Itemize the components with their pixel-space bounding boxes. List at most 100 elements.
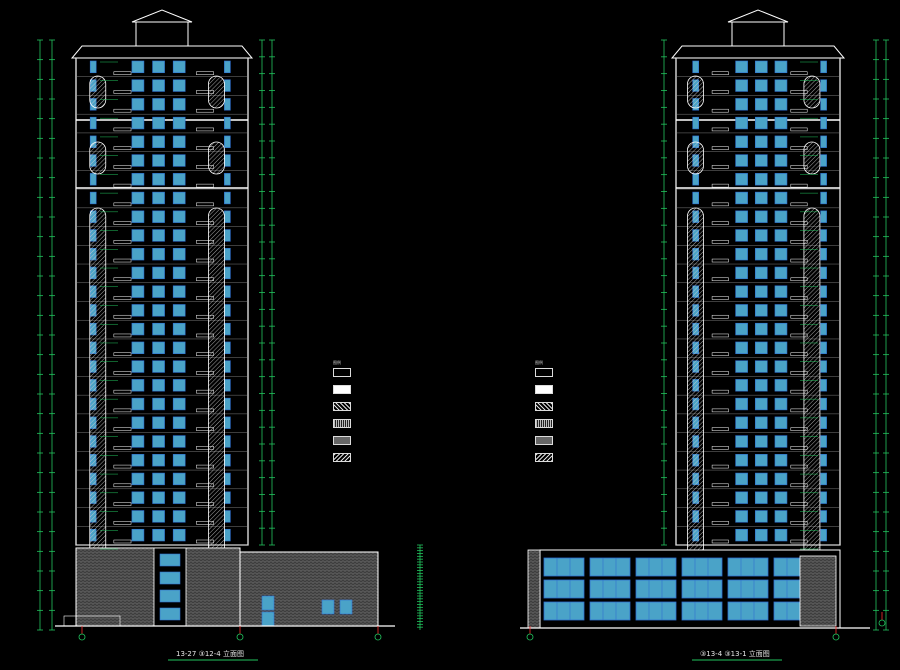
- legend-item: [333, 366, 393, 383]
- window: [152, 173, 165, 186]
- window: [820, 285, 827, 298]
- balcony-rail: [113, 146, 132, 150]
- window: [774, 491, 788, 504]
- window: [735, 510, 748, 523]
- window: [224, 472, 231, 486]
- balcony-rail: [113, 277, 132, 282]
- window: [774, 472, 788, 486]
- window: [820, 266, 827, 280]
- decor-panel: [89, 75, 107, 109]
- storefront-window: [589, 601, 631, 621]
- storefront-window: [635, 601, 677, 621]
- window: [131, 379, 145, 392]
- window: [224, 173, 231, 186]
- window: [754, 322, 768, 336]
- balcony-rail: [711, 408, 729, 413]
- balcony-rail: [113, 464, 132, 469]
- balcony-rail: [113, 483, 132, 488]
- roof-gable: [131, 9, 193, 23]
- legend-header: 图例: [535, 360, 543, 365]
- window: [172, 116, 186, 130]
- window: [131, 304, 145, 317]
- window: [224, 491, 231, 504]
- window: [89, 191, 97, 205]
- balcony-rail: [711, 427, 729, 431]
- decor-panel: [687, 141, 704, 175]
- window: [131, 79, 145, 92]
- legend-right: 图例: [535, 360, 595, 468]
- balcony-rail: [711, 258, 729, 263]
- storefront-window: [681, 557, 723, 577]
- decor-panel: [803, 207, 821, 579]
- legend-item: [535, 383, 595, 400]
- window: [152, 266, 165, 280]
- axis-bubble: [374, 633, 382, 641]
- window: [131, 510, 145, 523]
- axis-bubble: [832, 633, 840, 641]
- legend-item: [333, 451, 393, 468]
- window: [774, 341, 788, 354]
- window: [152, 229, 165, 242]
- balcony-rail: [711, 221, 729, 225]
- window: [172, 154, 186, 167]
- window: [774, 360, 788, 373]
- window: [224, 79, 231, 92]
- window: [131, 135, 145, 148]
- window: [774, 116, 788, 130]
- window: [172, 304, 186, 317]
- window: [754, 379, 768, 392]
- window: [754, 60, 768, 74]
- balcony-rail: [711, 521, 729, 525]
- left-podium-annex: [239, 551, 379, 627]
- balcony-rail: [711, 202, 729, 207]
- balcony-rail: [711, 240, 729, 244]
- window: [131, 397, 145, 411]
- window: [159, 571, 181, 585]
- legend-item: [535, 400, 595, 417]
- balcony-rail: [113, 240, 132, 244]
- window: [152, 491, 165, 504]
- window: [152, 304, 165, 317]
- window: [735, 322, 748, 336]
- storefront-window: [727, 557, 769, 577]
- window: [152, 285, 165, 298]
- window: [754, 510, 768, 523]
- window: [774, 229, 788, 242]
- balcony-rail: [113, 202, 132, 207]
- storefront-window: [727, 579, 769, 599]
- window: [754, 229, 768, 242]
- window: [735, 191, 748, 205]
- window: [172, 135, 186, 148]
- window: [820, 135, 827, 148]
- window: [131, 98, 145, 111]
- roof-structure: [731, 21, 785, 47]
- window: [131, 266, 145, 280]
- storefront-window: [635, 579, 677, 599]
- window: [820, 528, 827, 542]
- window: [735, 341, 748, 354]
- window: [735, 135, 748, 148]
- window: [131, 116, 145, 130]
- window: [172, 191, 186, 205]
- window: [152, 154, 165, 167]
- window: [820, 116, 827, 130]
- storefront-window: [681, 579, 723, 599]
- window: [224, 304, 231, 317]
- window: [131, 229, 145, 242]
- window: [339, 599, 353, 615]
- window: [172, 510, 186, 523]
- window: [152, 360, 165, 373]
- window: [224, 266, 231, 280]
- axis-bubble: [878, 619, 886, 627]
- legend-item: [535, 451, 595, 468]
- window: [754, 472, 768, 486]
- window: [131, 60, 145, 74]
- window: [820, 248, 827, 261]
- window: [820, 379, 827, 392]
- window: [774, 60, 788, 74]
- window: [172, 341, 186, 354]
- storefront-window: [589, 557, 631, 577]
- window: [735, 98, 748, 111]
- balcony-rail: [196, 108, 214, 113]
